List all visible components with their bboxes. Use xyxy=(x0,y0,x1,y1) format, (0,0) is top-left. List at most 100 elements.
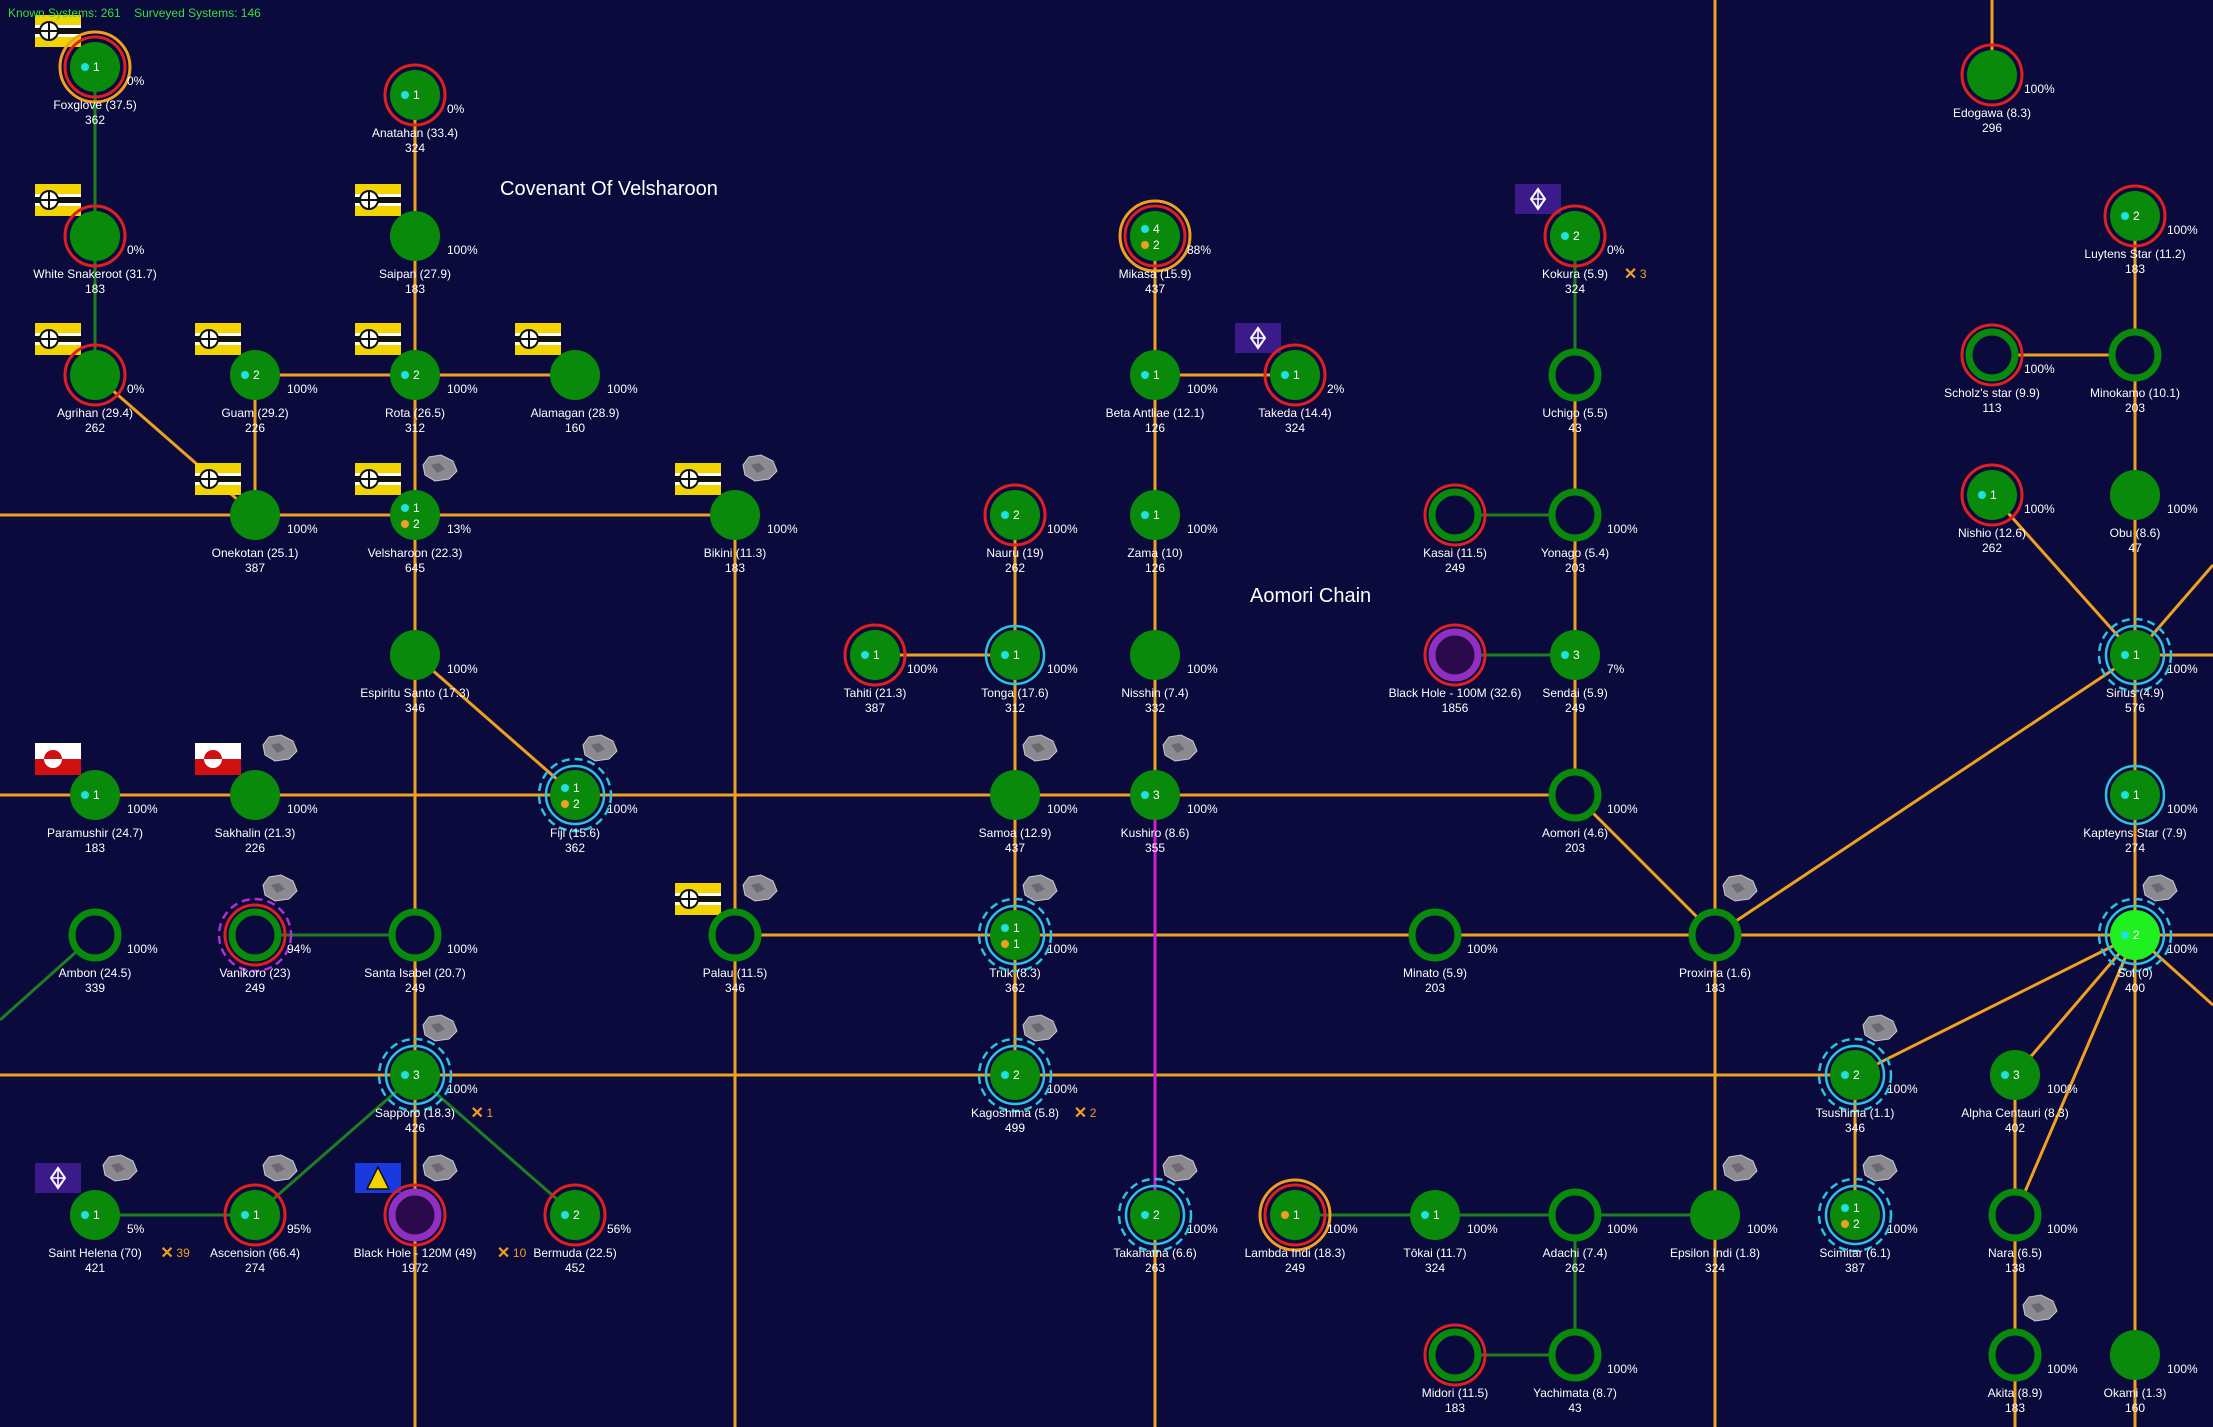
fleet-count-secondary: 2 xyxy=(573,797,580,811)
population-ring xyxy=(1263,1183,1327,1247)
survey-percent: 100% xyxy=(1047,662,1078,676)
system-name: Yachimata (8.7) xyxy=(1533,1386,1617,1400)
system-agrihan[interactable]: 0%Agrihan (29.4)262 xyxy=(34,322,145,435)
system-anatahan[interactable]: 10%Anatahan (33.4)324 xyxy=(372,63,465,155)
system-uchigo[interactable]: Uchigo (5.5)43 xyxy=(1542,348,1608,435)
jump-route xyxy=(2013,934,2137,1076)
system-scholz[interactable]: 100%Scholz's star (9.9)113 xyxy=(1944,323,2055,415)
system-aomori[interactable]: 100%Aomori (4.6)203 xyxy=(1542,768,1638,855)
system-saint-helena[interactable]: 15%Saint Helena (70)421✕39 xyxy=(34,1154,190,1275)
system-population: 324 xyxy=(405,141,425,155)
system-yonago[interactable]: 100%Yonago (5.4)203 xyxy=(1541,488,1638,575)
system-body xyxy=(2110,191,2160,241)
system-epsilon-indi[interactable]: 100%Epsilon Indi (1.8)324 xyxy=(1670,1154,1778,1275)
system-minato[interactable]: 100%Minato (5.9)203 xyxy=(1403,908,1498,995)
system-takeda[interactable]: 12%Takeda (14.4)324 xyxy=(1234,322,1345,435)
system-name: Alamagan (28.9) xyxy=(531,406,620,420)
system-body xyxy=(1830,1050,1880,1100)
system-midori[interactable]: Midori (11.5)183 xyxy=(1422,1323,1488,1415)
system-nisshin[interactable]: 100%Nisshin (7.4)332 xyxy=(1121,630,1218,715)
fleet-count-secondary: 2 xyxy=(1153,238,1160,252)
system-vanikoro[interactable]: 94%Vanikoro (23)249 xyxy=(217,874,311,995)
system-black-hole-100[interactable]: Black Hole - 100M (32.6)1856 xyxy=(1389,623,1522,715)
system-bikini[interactable]: 100%Bikini (11.3)183 xyxy=(674,454,798,575)
system-name: Onekotan (25.1) xyxy=(212,546,299,560)
system-proxima[interactable]: Proxima (1.6)183 xyxy=(1679,874,1758,995)
fleet-count: 1 xyxy=(413,88,420,102)
system-population: 249 xyxy=(245,981,265,995)
fleet-count: 1 xyxy=(2133,648,2140,662)
system-foxglove[interactable]: 10%Foxglove (37.5)362 xyxy=(34,14,145,127)
survey-percent: 100% xyxy=(2047,1222,2078,1236)
system-saipan[interactable]: 100%Saipan (27.9)183 xyxy=(354,183,478,296)
system-samoa[interactable]: 100%Samoa (12.9)437 xyxy=(979,734,1078,855)
system-okami[interactable]: 100%Okami (1.3)160 xyxy=(2104,1330,2198,1415)
system-body xyxy=(390,70,440,120)
system-nara[interactable]: 100%Nara (6.5)138 xyxy=(1988,1188,2078,1275)
fleet-count: 1 xyxy=(873,648,880,662)
fleet-count: 1 xyxy=(253,1208,260,1222)
system-santa-isabel[interactable]: 100%Santa Isabel (20.7)249 xyxy=(364,908,478,995)
system-ambon[interactable]: 100%Ambon (24.5)339 xyxy=(59,908,158,995)
survey-percent: 100% xyxy=(287,522,318,536)
system-palau[interactable]: Palau (11.5)346 xyxy=(674,874,778,995)
survey-percent: 100% xyxy=(2024,502,2055,516)
system-population: 324 xyxy=(1565,282,1585,296)
system-white-snakeroot[interactable]: 0%White Snakeroot (31.7)183 xyxy=(33,183,157,296)
system-bermuda[interactable]: 256%Bermuda (22.5)452 xyxy=(533,1183,631,1275)
fleet-marker-icon xyxy=(81,1211,89,1219)
system-yachimata[interactable]: 100%Yachimata (8.7)43 xyxy=(1533,1328,1638,1415)
system-population: 183 xyxy=(725,561,745,575)
system-minokamo[interactable]: Minokamo (10.1)203 xyxy=(2090,328,2180,415)
asteroid-icon xyxy=(1722,874,1758,902)
survey-percent: 100% xyxy=(2167,802,2198,816)
system-onekotan[interactable]: 100%Onekotan (25.1)387 xyxy=(194,462,318,575)
system-akita[interactable]: 100%Akita (8.9)183 xyxy=(1988,1294,2078,1415)
system-ascension[interactable]: 195%Ascension (66.4)274 xyxy=(210,1154,311,1275)
system-name: Edogawa (8.3) xyxy=(1953,106,2031,120)
system-kokura[interactable]: 20%Kokura (5.9)324✕3 xyxy=(1514,183,1647,296)
system-body xyxy=(710,490,760,540)
system-sakhalin[interactable]: 100%Sakhalin (21.3)226 xyxy=(195,734,318,855)
system-name: Paramushir (24.7) xyxy=(47,826,143,840)
fleet-marker-icon xyxy=(1001,651,1009,659)
system-kasai[interactable]: Kasai (11.5)249 xyxy=(1423,483,1487,575)
system-obu[interactable]: 100%Obu (8.6)47 xyxy=(2110,470,2198,555)
system-name: Luytens Star (11.2) xyxy=(2084,247,2185,261)
system-edogawa[interactable]: 100%Edogawa (8.3)296 xyxy=(1953,43,2055,135)
survey-percent: 100% xyxy=(1887,1082,1918,1096)
system-adachi[interactable]: 100%Adachi (7.4)262 xyxy=(1543,1188,1638,1275)
system-black-hole-120[interactable]: Black Hole - 120M (49)1972✕10 xyxy=(354,1154,527,1275)
empire-flag-icon xyxy=(34,1162,82,1194)
system-sendai[interactable]: 37%Sendai (5.9)249 xyxy=(1542,630,1625,715)
system-alamagan[interactable]: 100%Alamagan (28.9)160 xyxy=(514,322,638,435)
system-espiritu-santo[interactable]: 100%Espiritu Santo (17.3)346 xyxy=(360,630,478,715)
